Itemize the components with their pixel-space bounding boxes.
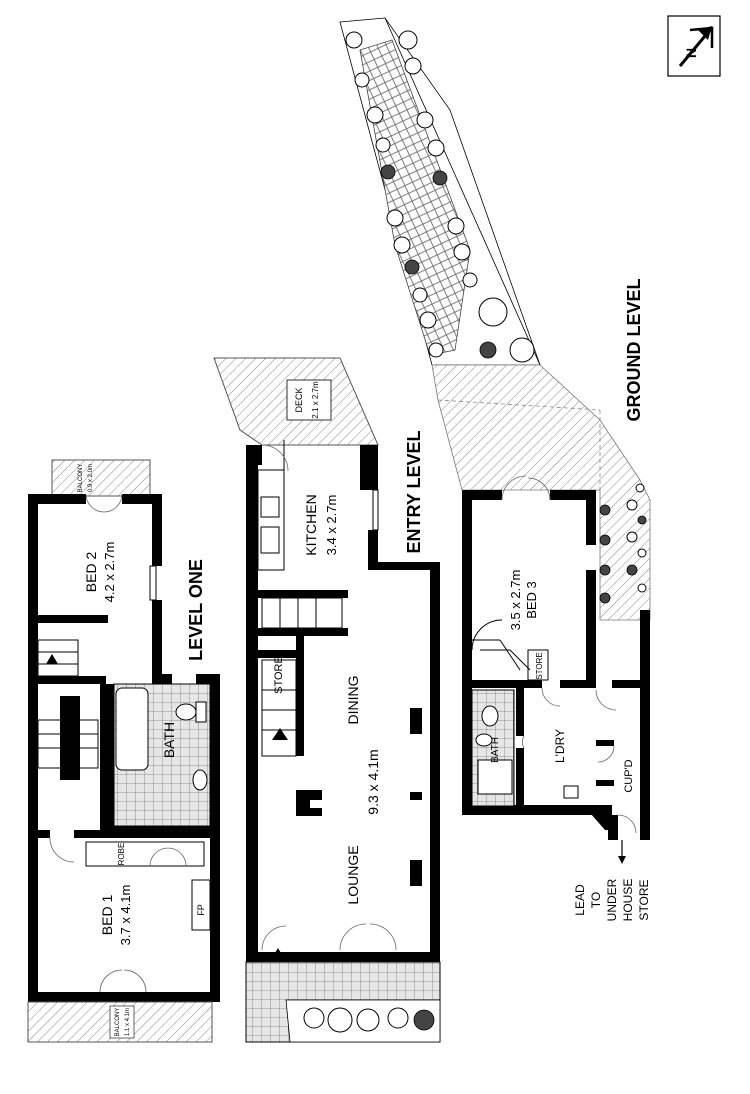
level-one-stair [37, 639, 99, 769]
lead-note-line-2: TO [589, 892, 603, 908]
level-one-bath-label: BATH [161, 722, 177, 758]
entry-level-plan: DECK 2.1 x 2.7m [213, 357, 441, 1043]
level-one-fireplace-label: FP [196, 904, 206, 916]
sink-icon [260, 526, 280, 554]
level-one-title: LEVEL ONE [186, 559, 206, 661]
porch-plant-4 [387, 1007, 409, 1029]
entry-stair [261, 597, 343, 757]
lounge-label: LOUNGE [345, 845, 361, 904]
level-one-plan: BALCONY 0.9 x 2.0m [27, 459, 220, 1043]
kitchen-name: KITCHEN [303, 494, 319, 555]
level-one-basin-icon [192, 769, 208, 791]
ground-basin-icon [475, 733, 493, 747]
bed3-size: 3.5 x 2.7m [508, 570, 523, 631]
bed2-size: 4.2 x 2.7m [102, 542, 117, 603]
entry-level-title: ENTRY LEVEL [404, 430, 424, 553]
bathtub-icon [115, 687, 149, 771]
porch-plant-1 [303, 1007, 325, 1029]
kitchen-size: 3.4 x 2.7m [324, 495, 339, 556]
porch-plant-5 [413, 1009, 435, 1031]
lead-note-line-5: STORE [637, 879, 651, 920]
entry-store-label: STORE [273, 656, 285, 694]
deck-label-box [286, 379, 332, 421]
bottom-balcony-size: 1.1 x 4.1m [125, 1008, 131, 1036]
porch-plant-3 [356, 1008, 380, 1032]
robe-label: ROBE [117, 843, 126, 866]
bed1-size: 3.7 x 4.1m [118, 885, 133, 946]
cupboard-label: CUP'D [623, 759, 635, 792]
lead-note-line-4: HOUSE [621, 879, 635, 922]
laundry-label: L'DRY [553, 729, 567, 763]
cooktop-icon [260, 496, 280, 518]
entry-fireplace-label-2: FP [412, 866, 422, 878]
ground-shower-icon [477, 759, 513, 795]
level-one-stair-arrow-icon [46, 654, 58, 664]
compass: N [667, 15, 721, 77]
bed3-name: BED 3 [524, 581, 539, 619]
laundry-tub-icon [563, 785, 579, 799]
robe-outline [85, 841, 205, 867]
bottom-balcony-name: BALCONY [115, 1008, 121, 1037]
ground-level-title: GROUND LEVEL [624, 278, 644, 421]
lead-note-line-1: LEAD [573, 884, 587, 916]
ground-level-plan: BED 3 3.5 x 2.7m STORE BATH L'DRY CUP'D … [462, 278, 651, 921]
lead-note: LEAD TO UNDER HOUSE STORE [573, 878, 651, 921]
entry-fireplace-label-1: FP [412, 712, 422, 724]
ground-toilet-icon [481, 705, 499, 727]
garden-plants [345, 30, 535, 363]
porch-plant-2 [327, 1007, 353, 1033]
deck-name: DECK [294, 387, 304, 412]
top-balcony-size: 0.9 x 2.0m [88, 464, 94, 492]
bed1-name: BED 1 [99, 895, 115, 936]
courtyard-plants [599, 483, 647, 604]
stair-arrow-icon [272, 728, 288, 740]
ground-garden [339, 17, 651, 621]
top-balcony [51, 459, 151, 497]
compass-letter: N [683, 48, 699, 58]
bed2-name: BED 2 [83, 552, 99, 593]
living-size: 9.3 x 4.1m [365, 749, 381, 814]
north-arrow-icon [678, 26, 714, 67]
kitchen-counter [257, 469, 285, 571]
deck-size: 2.1 x 2.7m [311, 381, 320, 419]
top-balcony-name: BALCONY [78, 464, 84, 493]
lead-note-line-3: UNDER [605, 878, 619, 921]
level-one-toilet-icon [175, 703, 197, 721]
entry-arrow-icon [272, 948, 284, 958]
dining-label: DINING [345, 676, 361, 725]
ground-stair [471, 619, 549, 681]
level-one-fireplace [191, 879, 211, 931]
ground-bath-label: BATH [490, 737, 501, 763]
ground-store-label: STORE [535, 652, 544, 679]
lead-arrow-icon [618, 856, 626, 864]
